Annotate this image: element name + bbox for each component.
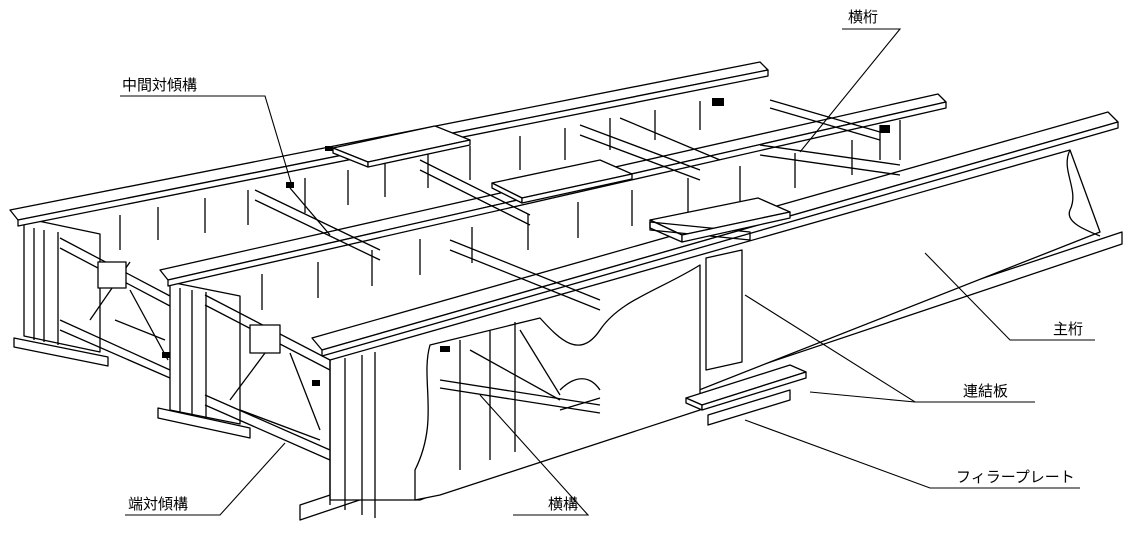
connection-details xyxy=(162,98,890,386)
web-cutaway xyxy=(414,264,701,501)
label-intermediate-sway-bracing: 中間対傾構 xyxy=(122,76,197,94)
girder-2-stiffeners xyxy=(261,140,853,310)
label-cross-beam: 横桁 xyxy=(848,8,878,26)
label-filler-plate: フィラープレート xyxy=(956,468,1075,486)
leader-lines xyxy=(120,28,1095,516)
splice-plates xyxy=(332,125,807,426)
cross-beams xyxy=(59,99,901,461)
girder-1-stiffeners xyxy=(119,101,701,250)
label-splice-plate: 連結板 xyxy=(963,382,1008,400)
label-end-sway-bracing: 端対傾構 xyxy=(128,495,188,513)
label-main-girder: 主桁 xyxy=(1053,320,1083,338)
front-web-stiffener xyxy=(705,249,743,371)
label-lateral-bracing: 横構 xyxy=(548,495,578,513)
